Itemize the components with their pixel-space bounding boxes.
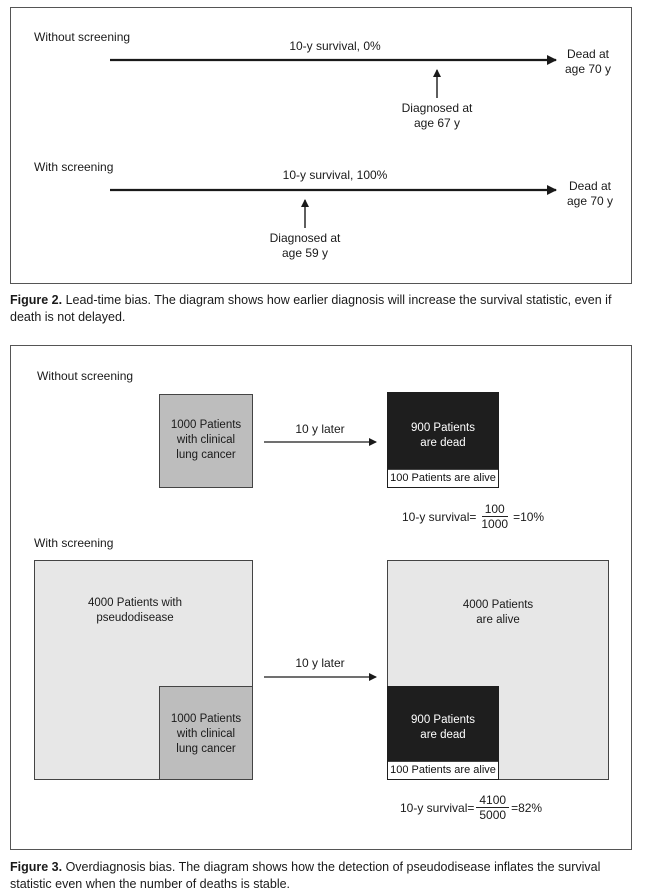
pseudodisease-line1: 4000 Patients with [88, 597, 182, 609]
figure2-caption-text: Lead-time bias. The diagram shows how ea… [10, 293, 612, 324]
dead-box-bottom: 900 Patients are dead 100 Patients are a… [387, 686, 499, 780]
figure2-caption: Figure 2. Lead-time bias. The diagram sh… [10, 292, 630, 326]
alive-big-line1: 4000 Patients [462, 599, 534, 611]
alive-big-line2: are alive [476, 614, 520, 626]
with-end-label-line1: Dead at [568, 179, 612, 193]
figure2-caption-label: Figure 2. [10, 293, 63, 307]
pseudodisease-line2: pseudodisease [96, 612, 174, 624]
dead-box-bottom-line1: 900 Patients [411, 714, 475, 726]
formula-bottom-denominator: 5000 [479, 808, 507, 822]
without-diagnosis-line2: age 67 y [413, 116, 461, 130]
figure3-caption-label: Figure 3. [10, 860, 63, 874]
clinical-cancer-box-screened: 1000 Patients with clinical lung cancer [159, 686, 253, 780]
figure3-caption-text: Overdiagnosis bias. The diagram shows ho… [10, 860, 601, 891]
dead-box-top-line1: 900 Patients [411, 422, 475, 434]
clinical-box-line1: 1000 Patients [170, 419, 242, 431]
without-end-label-line2: age 70 y [564, 62, 612, 76]
with-survival-label: 10-y survival, 100% [282, 168, 388, 182]
clinical-box-line2: with clinical [176, 434, 236, 446]
with-diagnosis-line2: age 59 y [281, 246, 329, 260]
dead-box-top: 900 Patients are dead 100 Patients are a… [387, 392, 499, 488]
clinical-box-line3: lung cancer [176, 449, 236, 461]
without-screening-label: Without screening [34, 30, 131, 44]
survival-formula-bottom: 10-y survival= 4100 5000 =82% [400, 793, 542, 822]
with-screening-label: With screening [34, 160, 114, 174]
dead-box-bottom-line2: are dead [420, 729, 466, 741]
formula-top-prefix: 10-y survival= [402, 509, 477, 524]
clinical2-line1: 1000 Patients [170, 713, 242, 725]
without-survival-label: 10-y survival, 0% [289, 39, 381, 53]
figure3-frame [10, 345, 632, 850]
formula-bottom-numerator: 4100 [476, 793, 510, 808]
later-label-top: 10 y later [295, 422, 345, 436]
without-end-label-line1: Dead at [566, 47, 610, 61]
clinical2-line3: lung cancer [176, 743, 236, 755]
later-label-bottom: 10 y later [295, 656, 345, 670]
with-end-label-line2: age 70 y [566, 194, 614, 208]
clinical-cancer-box: 1000 Patients with clinical lung cancer [159, 394, 253, 488]
f3-without-screening-label: Without screening [37, 369, 134, 383]
formula-bottom-prefix: 10-y survival= [400, 800, 475, 815]
with-diagnosis-line1: Diagnosed at [269, 231, 341, 245]
without-diagnosis-line1: Diagnosed at [401, 101, 473, 115]
formula-top-denominator: 1000 [481, 517, 509, 531]
f3-with-screening-label: With screening [34, 536, 114, 550]
figure3-caption: Figure 3. Overdiagnosis bias. The diagra… [10, 859, 630, 893]
formula-bottom-result: =82% [511, 800, 543, 815]
formula-top-result: =10% [513, 509, 545, 524]
dead-box-top-line2: are dead [420, 437, 466, 449]
clinical2-line2: with clinical [176, 728, 236, 740]
alive-strip-bottom: 100 Patients are alive [388, 761, 498, 779]
alive-strip-top: 100 Patients are alive [388, 469, 498, 487]
formula-bottom-fraction: 4100 5000 [476, 793, 510, 822]
formula-top-fraction: 100 1000 [478, 502, 511, 531]
formula-top-numerator: 100 [481, 502, 508, 517]
survival-formula-top: 10-y survival= 100 1000 =10% [402, 502, 544, 531]
figure2-frame [10, 7, 632, 284]
